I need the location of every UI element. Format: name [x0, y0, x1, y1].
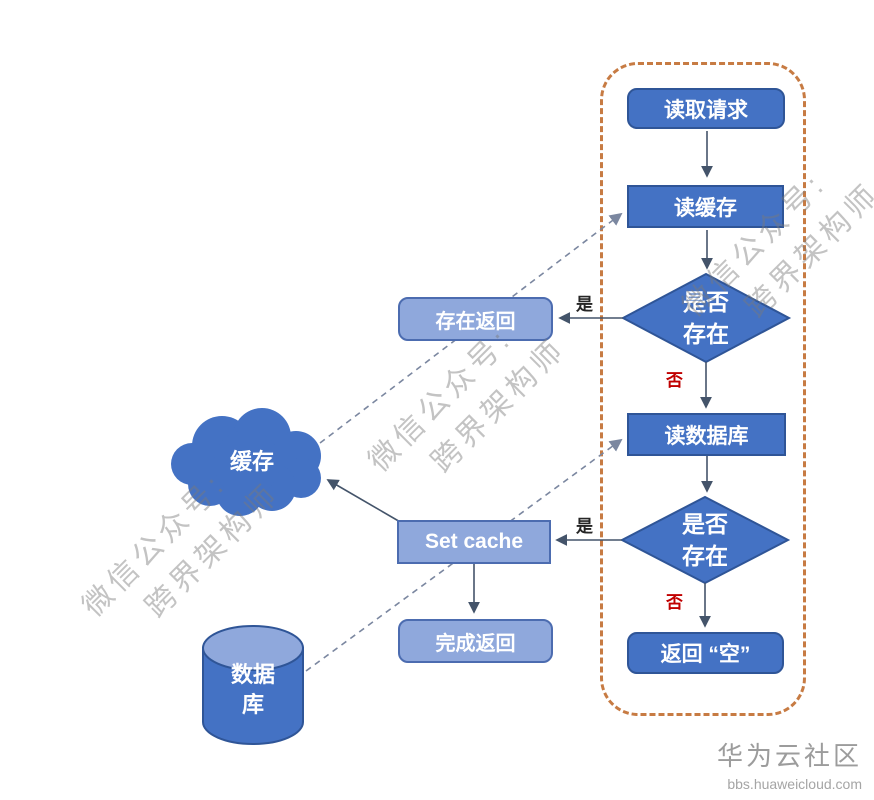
edge-label-no-2: 否 — [666, 593, 683, 612]
footer-url: bbs.huaweicloud.com — [727, 776, 862, 792]
edge-label-yes-2: 是 — [576, 517, 593, 536]
decision-cache-exists-shape — [620, 272, 792, 364]
node-read-database: 读数据库 — [627, 413, 786, 456]
footer-site: 华为云社区 — [716, 741, 862, 771]
decision-db-exists-line2: 存在 — [682, 543, 728, 569]
decision-cache-exists-line2: 存在 — [683, 321, 729, 347]
database-label-line2: 库 — [241, 692, 264, 717]
flow-group-frame — [600, 62, 806, 716]
node-return-empty: 返回 “空” — [627, 632, 784, 674]
edge-label-no-1: 否 — [666, 371, 683, 390]
decision-db-exists-line1: 是否 — [682, 511, 728, 537]
node-read-request: 读取请求 — [627, 88, 785, 129]
decision-cache-exists-line1: 是否 — [683, 289, 729, 315]
connector-setcache-to-cloud — [326, 479, 403, 524]
footer-credit: 华为云社区 bbs.huaweicloud.com — [717, 736, 862, 792]
node-set-cache: Set cache — [397, 520, 551, 564]
decision-db-exists-label: 是否 存在 — [645, 506, 765, 574]
cache-cloud-label: 缓存 — [229, 449, 274, 474]
node-read-cache: 读缓存 — [627, 185, 784, 228]
database-label: 数据 库 — [203, 658, 303, 722]
decision-db-exists-shape — [619, 495, 791, 585]
cache-cloud-shape — [171, 408, 321, 516]
edge-label-yes-1: 是 — [576, 295, 593, 314]
flow-connectors — [326, 131, 713, 628]
node-done-return: 完成返回 — [398, 619, 553, 663]
database-cylinder-shape — [202, 625, 304, 745]
node-exists-return: 存在返回 — [398, 297, 553, 341]
database-label-line1: 数据 — [230, 662, 275, 687]
decision-cache-exists-label: 是否 存在 — [646, 284, 766, 352]
